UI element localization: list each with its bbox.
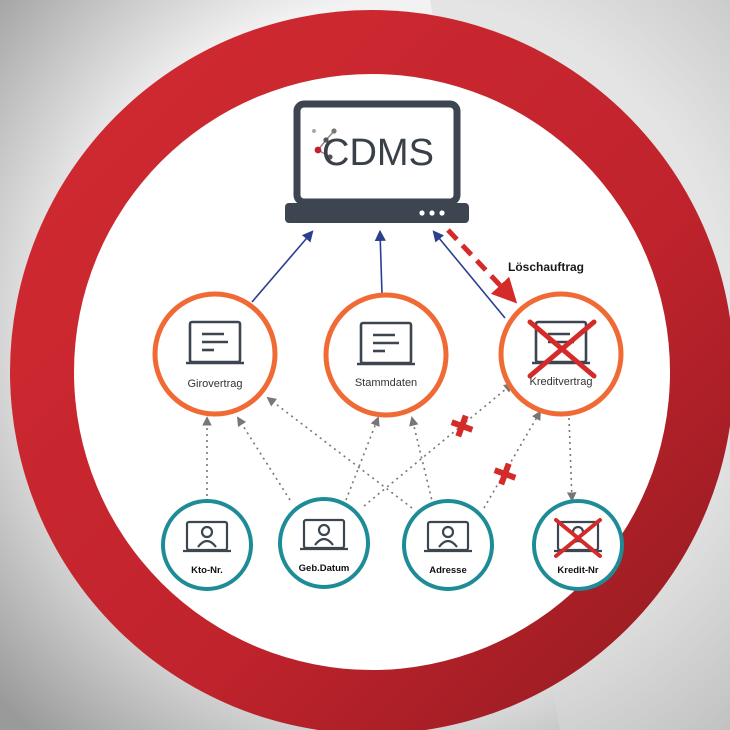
field-label-kredit-nr: Kredit-Nr [557, 565, 599, 576]
field-label-adresse: Adresse [429, 565, 467, 576]
system-title: CDMS [322, 132, 434, 174]
document-node-kreditvertrag [498, 291, 624, 417]
molecule-logo-icon [312, 128, 337, 160]
document-node-girovertrag [152, 291, 278, 417]
field-label-kto-nr: Kto-Nr. [191, 565, 223, 576]
document-icon [357, 321, 415, 366]
link-adresse-girovertrag [266, 396, 413, 509]
document-label-girovertrag: Girovertrag [187, 378, 243, 390]
link-gebdatum-stammdaten [345, 416, 380, 501]
arrow-girovertrag-to-cdms [251, 230, 314, 303]
field-node-kredit-nr [532, 499, 624, 591]
field-node-geb-datum [278, 497, 370, 589]
link-gebdatum-kreditvertrag [363, 382, 514, 507]
field-node-adresse [402, 499, 494, 591]
cut-link-cross-2 [493, 462, 517, 486]
delete-order-arrow [446, 228, 518, 304]
field-node-kto-nr [161, 499, 253, 591]
arrow-stammdaten-to-cdms [374, 229, 386, 295]
link-gebdatum-girovertrag [236, 416, 291, 501]
arrow-kreditvertrag-to-cdms [432, 230, 506, 319]
document-label-stammdaten: Stammdaten [354, 377, 418, 389]
person-laptop-icon [424, 520, 472, 553]
deleted-cross-icon [554, 518, 602, 558]
link-kreditvertrag-kreditnr [566, 417, 577, 502]
cut-link-cross-1 [450, 414, 474, 438]
person-laptop-icon [300, 518, 348, 551]
person-laptop-icon [183, 520, 231, 553]
delete-order-label: Löschauftrag [508, 260, 585, 274]
document-icon [186, 320, 244, 365]
document-label-kreditvertrag: Kreditvertrag [529, 376, 593, 388]
cdms-laptop-icon [285, 100, 469, 223]
field-document-links [202, 382, 577, 509]
field-label-geb-datum: Geb.Datum [298, 563, 350, 574]
link-adresse-kreditvertrag [483, 410, 541, 509]
deleted-cross-icon [527, 319, 597, 379]
document-node-stammdaten [323, 292, 449, 418]
